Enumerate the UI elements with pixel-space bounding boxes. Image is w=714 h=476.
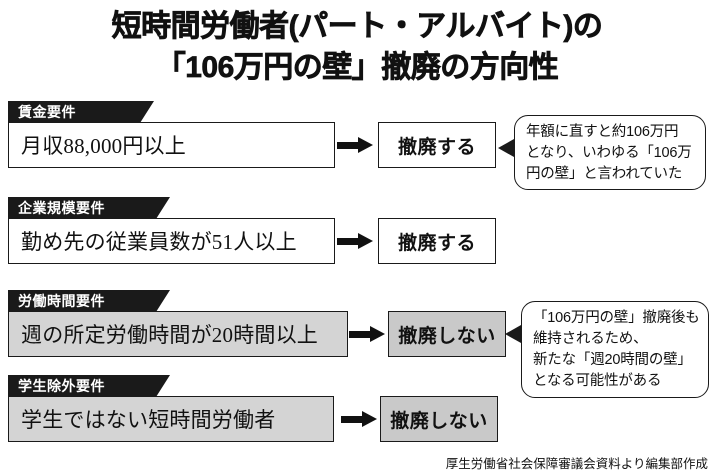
flow-arrow-3 [341,411,377,428]
flow-arrow-2 [349,326,385,343]
condition-text-1: 勤め先の従業員数が51人以上 [21,230,297,254]
callout-tail-icon [505,325,521,343]
condition-text-0: 月収88,000円以上 [21,134,186,158]
callout-bubble-0: 年額に直すと約106万円 となり、いわゆる「106万 円の壁」と言われていた [498,115,706,190]
result-box-1: 撤廃する [378,218,496,264]
row-tab-label-3: 学生除外要件 [8,375,170,397]
callout-bubble-2: 「106万円の壁」撤廃後も 維持されるため、 新たな「週20時間の壁」 となる可… [505,301,709,398]
callout-line-2-3: となる可能性がある [533,373,662,389]
condition-text-3: 学生ではない短時間労働者 [21,408,276,432]
row-tab-label-1: 企業規模要件 [8,197,170,219]
title-line-1: 短時間労働者(パート・アルバイト)の [111,10,603,44]
row-tab-label-2: 労働時間要件 [8,290,170,312]
callout-line-0-0: 年額に直すと約106万円 [526,124,679,140]
result-text-0: 撤廃する [397,136,476,158]
page-title: 短時間労働者(パート・アルバイト)の 「106万円の壁」撤廃の方向性 [0,6,714,88]
title-line-2: 「106万円の壁」撤廃の方向性 [155,51,559,85]
source-credit: 厚生労働省社会保障審議会資料より編集部作成 [445,457,708,471]
arrow-head-icon [362,411,377,427]
row-tab-label-0: 賃金要件 [8,101,154,123]
result-text-2: 撤廃しない [398,325,496,347]
arrow-shaft-icon [337,238,360,245]
arrow-head-icon [370,326,385,342]
callout-line-2-1: 維持されるため、 [533,331,648,347]
condition-box-0: 月収88,000円以上 [8,122,335,168]
arrow-head-icon [358,137,373,153]
result-box-0: 撤廃する [378,122,496,168]
result-box-3: 撤廃しない [380,396,498,442]
callout-line-0-1: となり、いわゆる「106万 [526,145,692,161]
result-box-2: 撤廃しない [388,311,506,357]
callout-line-2-0: 「106万円の壁」撤廃後も [533,310,700,326]
condition-box-3: 学生ではない短時間労働者 [8,396,334,442]
condition-box-1: 勤め先の従業員数が51人以上 [8,218,335,264]
arrow-head-icon [358,233,373,249]
arrow-shaft-icon [349,331,372,338]
arrow-shaft-icon [341,416,364,423]
result-text-1: 撤廃する [397,232,476,254]
arrow-shaft-icon [337,142,360,149]
callout-line-0-2: 円の壁」と言われていた [526,166,683,182]
flow-arrow-0 [337,137,373,154]
condition-box-2: 週の所定労働時間が20時間以上 [8,311,348,357]
condition-text-2: 週の所定労働時間が20時間以上 [21,323,318,347]
flow-arrow-1 [337,233,373,250]
callout-tail-icon [498,139,514,157]
result-text-3: 撤廃しない [390,410,488,432]
callout-line-2-2: 新たな「週20時間の壁」 [533,352,692,368]
